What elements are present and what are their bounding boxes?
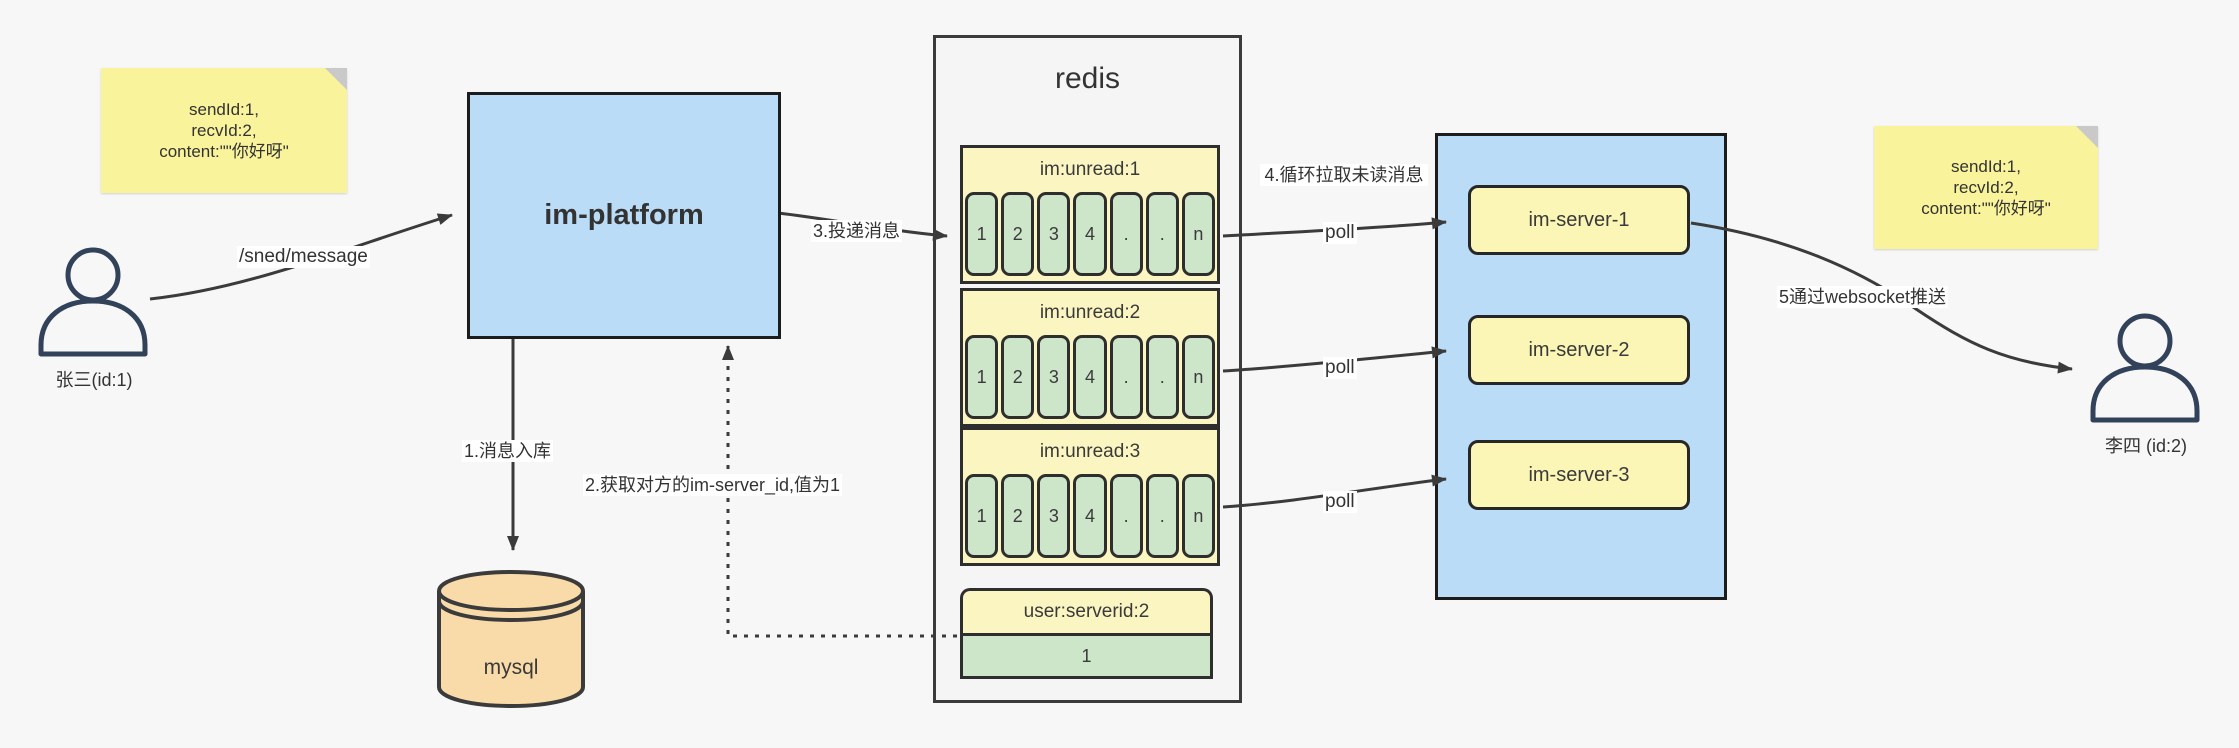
im-server-3-label: im-server-3 <box>1528 463 1630 486</box>
im-platform-label: im-platform <box>544 199 704 231</box>
note-fold-icon <box>325 68 347 90</box>
queue-cell: 2 <box>1001 474 1035 558</box>
queue-cell: 4 <box>1073 335 1107 419</box>
mysql-cylinder-icon: mysql <box>435 568 587 715</box>
queue-cell: . <box>1145 474 1179 558</box>
queue-cell: n <box>1181 474 1215 558</box>
queue-cells: 1 2 3 4 . . n <box>963 474 1217 558</box>
queue-name: im:unread:1 <box>1039 159 1141 180</box>
note-recv-payload: sendId:1, recvId:2, content:""你好呀" <box>1874 126 2098 249</box>
receiver-user-icon <box>2088 312 2204 429</box>
note-line: content:""你好呀" <box>1921 199 2051 218</box>
queue-cells: 1 2 3 4 . . n <box>963 192 1217 276</box>
edge-label-step2: 2.获取对方的im-server_id,值为1 <box>583 474 843 496</box>
note-line: sendId:1, <box>189 100 259 119</box>
kv-key: user:serverid:2 <box>960 588 1213 633</box>
queue-cell: . <box>1109 335 1143 419</box>
queue-cell: 4 <box>1073 474 1107 558</box>
queue-cell: 1 <box>965 335 999 419</box>
edge-label-poll-2: poll <box>1323 357 1357 379</box>
queue-cell: . <box>1145 335 1179 419</box>
edge-label-step1: 1.消息入库 <box>462 440 554 462</box>
edge-label-send: /sned/message <box>237 246 370 268</box>
edge-label-step4: 4.循环拉取未读消息 <box>1260 164 1428 186</box>
receiver-label: 李四 (id:2) <box>2104 436 2187 456</box>
note-send-payload: sendId:1, recvId:2, content:""你好呀" <box>101 68 347 193</box>
queue-cell: 1 <box>965 192 999 276</box>
queue-cell: 2 <box>1001 192 1035 276</box>
note-line: recvId:2, <box>1953 178 2019 197</box>
note-line: recvId:2, <box>191 121 257 140</box>
queue-cell: . <box>1109 192 1143 276</box>
queue-cells: 1 2 3 4 . . n <box>963 335 1217 419</box>
im-server-2-label: im-server-2 <box>1528 338 1630 361</box>
queue-cell: 2 <box>1001 335 1035 419</box>
mysql-label: mysql <box>484 656 539 679</box>
queue-cell: 3 <box>1037 335 1071 419</box>
note-fold-icon <box>2076 126 2098 148</box>
edge-label-poll-3: poll <box>1323 491 1357 513</box>
redis-queue-unread-1: im:unread:1 1 2 3 4 . . n <box>960 145 1220 284</box>
edge-label-poll-1: poll <box>1323 222 1357 244</box>
sender-label: 张三(id:1) <box>55 370 133 390</box>
queue-cell: 1 <box>965 474 999 558</box>
queue-cell: 3 <box>1037 192 1071 276</box>
note-line: content:""你好呀" <box>159 142 289 161</box>
note-line: sendId:1, <box>1951 157 2021 176</box>
queue-name: im:unread:3 <box>1039 441 1141 462</box>
im-server-1-box: im-server-1 <box>1468 185 1690 255</box>
queue-cell: . <box>1145 192 1179 276</box>
queue-cell: 3 <box>1037 474 1071 558</box>
queue-cell: n <box>1181 335 1215 419</box>
redis-kv-serverid: user:serverid:2 1 <box>960 588 1213 679</box>
kv-value: 1 <box>960 633 1213 679</box>
im-server-3-box: im-server-3 <box>1468 440 1690 510</box>
edge-label-step3: 3.投递消息 <box>811 220 903 242</box>
redis-queue-unread-3: im:unread:3 1 2 3 4 . . n <box>960 427 1220 566</box>
im-server-2-box: im-server-2 <box>1468 315 1690 385</box>
sender-user-icon <box>36 246 152 363</box>
queue-cell: . <box>1109 474 1143 558</box>
im-platform-box: im-platform <box>467 92 781 339</box>
im-server-1-label: im-server-1 <box>1528 208 1630 231</box>
queue-cell: 4 <box>1073 192 1107 276</box>
edge-label-step5: 5通过websocket推送 <box>1777 286 1949 308</box>
queue-cell: n <box>1181 192 1215 276</box>
queue-name: im:unread:2 <box>1039 302 1141 323</box>
redis-title: redis <box>1054 62 1121 95</box>
redis-queue-unread-2: im:unread:2 1 2 3 4 . . n <box>960 288 1220 427</box>
